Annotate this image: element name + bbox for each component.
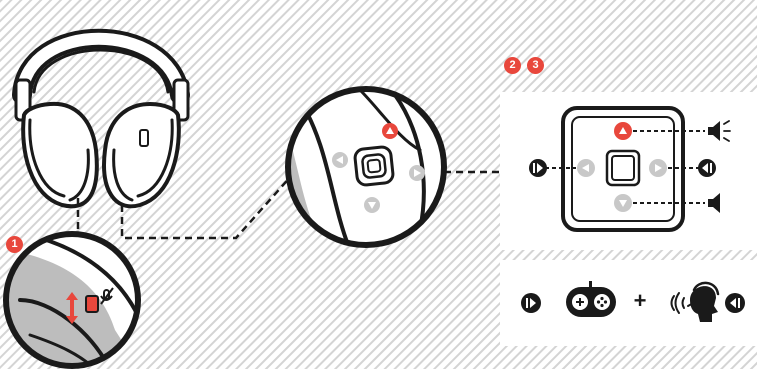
step-badge-1: 1 [6,236,23,253]
zoom-mic-mute [3,231,141,369]
combo-next-track-icon [725,293,745,313]
step-badge-2: 2 [504,57,521,74]
panel-arrow-up-icon [614,122,632,140]
panel-arrow-left-icon [577,159,595,177]
chat-voice-icon [670,281,720,322]
panel-arrow-down-icon [614,194,632,212]
step-badge-3: 3 [527,57,544,74]
volume-up-icon [708,120,731,142]
nav-joystick-icon [353,145,395,187]
mic-muted-symbol-icon [100,287,114,305]
mic-mute-switch-icon [85,295,99,313]
nav-arrow-left-icon [332,152,348,168]
nav-arrow-down-icon [364,197,380,213]
panel-arrow-right-icon [649,159,667,177]
next-track-icon [698,159,716,177]
slide-arrow-icon [66,292,78,324]
plus-sign: + [633,288,647,313]
game-chat-panel [500,260,757,346]
previous-track-icon [529,159,547,177]
leader-lines [76,170,500,240]
volume-down-icon [708,193,720,213]
leader-line-nav [120,174,293,240]
nav-arrow-right-icon [409,165,425,181]
zoom-nav-button [285,86,447,248]
combo-previous-track-icon [521,293,541,313]
gamepad-icon [566,281,616,317]
nav-arrow-up-icon [382,123,398,139]
headset-icon [12,28,190,209]
control-map-panel [500,92,757,250]
